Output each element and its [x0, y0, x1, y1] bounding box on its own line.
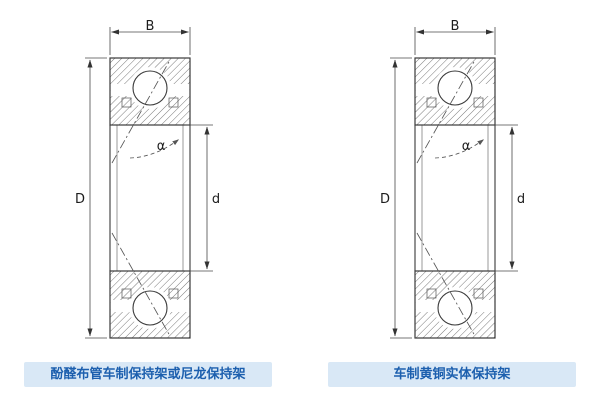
dim-label-bore-left: d [212, 192, 220, 207]
caption-left-cage-type: 酚醛布管车制保持架或尼龙保持架 [24, 362, 272, 387]
dim-label-width-right: B [451, 19, 460, 34]
dim-label-width-left: B [146, 19, 155, 34]
dim-label-bore-right: d [517, 192, 525, 207]
bearing-diagram-left [85, 27, 213, 338]
dim-label-angle-right: α [462, 139, 471, 154]
dim-label-angle-left: α [157, 139, 166, 154]
dim-label-outer-right: D [380, 192, 390, 207]
dim-label-outer-left: D [75, 192, 85, 207]
bearing-diagram-right [390, 27, 518, 338]
caption-right-cage-type: 车制黄铜实体保持架 [328, 362, 576, 387]
bearing-diagrams: B D d α B D d α [75, 19, 525, 360]
